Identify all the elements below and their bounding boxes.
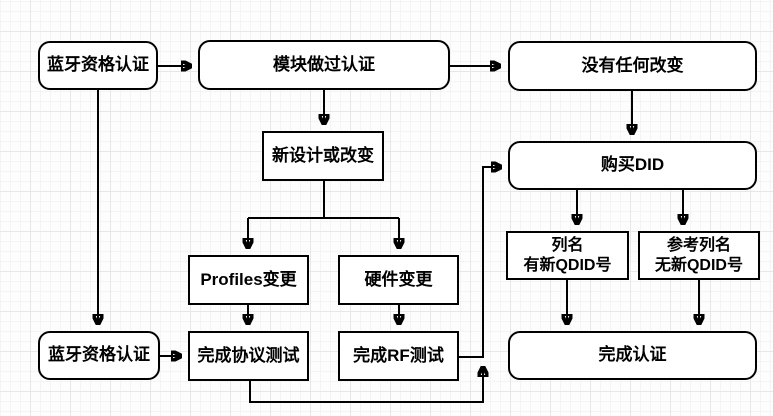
node-label-line2: 有新QDID号 [523,256,612,274]
node-no-change[interactable]: 没有任何改变 [508,41,757,91]
node-label: Profiles变更 [200,269,297,289]
node-bluetooth-qualification-bottom[interactable]: 蓝牙资格认证 [38,331,160,380]
node-new-design-or-change[interactable]: 新设计或改变 [262,131,384,181]
node-label: 蓝牙资格认证 [48,345,150,365]
node-label: 完成协议测试 [197,345,300,365]
node-label-line1: 参考列名 [666,236,731,254]
node-label: 新设计或改变 [272,145,374,165]
node-label: 完成认证 [598,345,667,365]
node-label: 模块做过认证 [273,54,375,74]
edge-protocoltest-merge [249,367,483,403]
node-listed-new-qdid[interactable]: 列名 有新QDID号 [506,231,629,280]
node-buy-did[interactable]: 购买DID [508,141,757,190]
node-label: 蓝牙资格认证 [47,55,149,75]
node-bluetooth-qualification-top[interactable]: 蓝牙资格认证 [38,41,158,90]
node-profiles-change[interactable]: Profiles变更 [188,255,309,305]
node-label-line2: 无新QDID号 [654,256,743,274]
node-module-certified[interactable]: 模块做过认证 [198,40,450,90]
node-certification-complete[interactable]: 完成认证 [508,331,757,380]
node-label: 没有任何改变 [581,55,684,75]
node-protocol-test-done[interactable]: 完成协议测试 [188,331,309,381]
edge-newdesign-split-stem [248,181,399,219]
node-label: 硬件变更 [364,269,433,289]
node-ref-listed-no-new-qdid[interactable]: 参考列名 无新QDID号 [638,231,760,280]
node-rf-test-done[interactable]: 完成RF测试 [338,331,459,381]
node-label: 购买DID [600,155,665,175]
edge-rftest-to-buydid [459,167,501,358]
node-hardware-change[interactable]: 硬件变更 [338,255,459,305]
node-label: 完成RF测试 [353,345,444,365]
node-label-line1: 列名 [551,236,584,254]
